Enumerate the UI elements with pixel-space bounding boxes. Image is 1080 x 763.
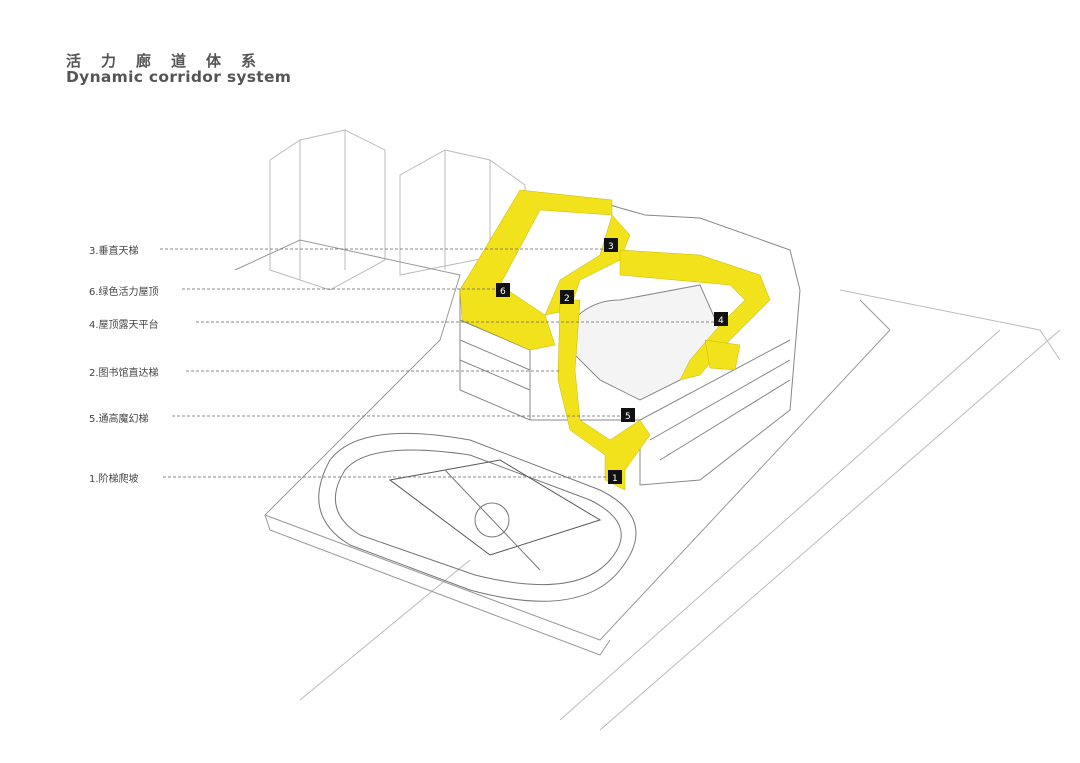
marker-2: 2	[560, 290, 574, 304]
title-chinese: 活力廊道体系	[66, 52, 277, 70]
label-vertical-sky-ladder: 3.垂直天梯	[89, 246, 139, 257]
marker-6: 6	[496, 283, 510, 297]
label-stepped-slope: 1.阶梯爬坡	[89, 474, 139, 485]
svg-text:1: 1	[612, 474, 618, 484]
label-rooftop-terrace: 4.屋顶露天平台	[89, 320, 159, 331]
marker-1: 1	[608, 470, 622, 484]
marker-3: 3	[604, 238, 618, 252]
svg-text:4: 4	[718, 316, 724, 326]
svg-text:3: 3	[608, 242, 614, 252]
svg-text:2: 2	[564, 294, 570, 304]
svg-text:5: 5	[625, 412, 631, 422]
title-english: Dynamic corridor system	[66, 68, 292, 86]
running-track	[318, 432, 637, 602]
label-green-roof: 6.绿色活力屋顶	[89, 287, 159, 298]
marker-5: 5	[621, 408, 635, 422]
marker-4: 4	[714, 312, 728, 326]
leader-lines	[160, 248, 715, 478]
svg-text:6: 6	[500, 287, 506, 297]
label-library-stair: 2.图书馆直达梯	[89, 368, 159, 379]
label-atrium-stair: 5.通高魔幻梯	[89, 414, 149, 425]
